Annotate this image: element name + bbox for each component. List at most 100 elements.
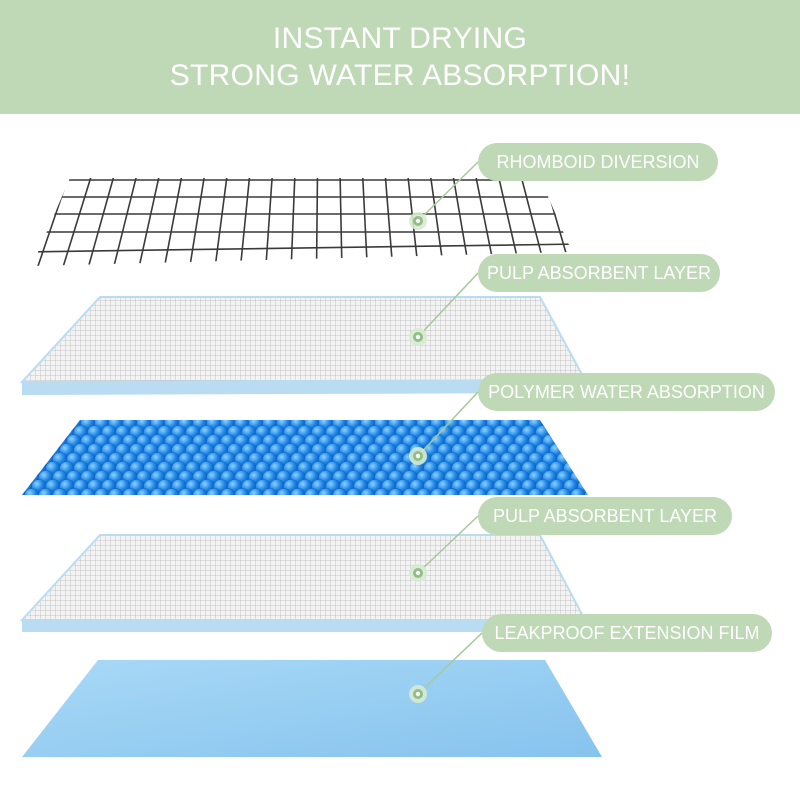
polymer-bead	[38, 420, 54, 432]
polymer-bead	[248, 488, 264, 495]
mesh-wire	[429, 178, 445, 266]
polymer-bead	[150, 488, 166, 495]
rhomboid-mesh-layer	[32, 178, 572, 266]
polymer-bead	[430, 488, 446, 495]
polymer-bead	[38, 434, 54, 450]
callout-connector	[417, 632, 483, 695]
callout-connector	[417, 161, 479, 222]
polymer-bead	[22, 420, 26, 432]
polymer-bead	[542, 488, 558, 495]
polymer-bead	[563, 425, 579, 441]
leakproof-film-sheet	[22, 660, 602, 757]
polymer-bead	[24, 488, 40, 495]
callout-connector	[417, 515, 479, 574]
polymer-bead	[304, 488, 320, 495]
label-pulp-absorbent-layer-top: PULP ABSORBENT LAYER	[478, 254, 720, 292]
polymer-bead	[346, 488, 362, 495]
polymer-bead	[514, 488, 530, 495]
pulp-absorbent-sheet-top	[19, 296, 587, 395]
polymer-bead	[556, 420, 572, 432]
callout-connector	[417, 391, 479, 457]
polymer-bead	[458, 488, 474, 495]
headline-water-absorption: STRONG WATER ABSORPTION!	[169, 59, 631, 92]
polymer-bead	[220, 488, 236, 495]
callout-dot-center	[415, 691, 421, 697]
polymer-bead	[374, 488, 390, 495]
polymer-bead	[22, 425, 33, 441]
mesh-wire	[213, 178, 229, 266]
polymer-bead	[570, 452, 586, 468]
mesh-wire	[32, 243, 572, 253]
polymer-bead	[570, 488, 586, 495]
polymer-bead	[24, 452, 40, 468]
mesh-wire	[86, 178, 116, 266]
polymer-bead	[24, 434, 40, 450]
polymer-bead	[52, 420, 68, 432]
polymer-bead	[262, 488, 278, 495]
label-pulp-absorbent-layer-bottom: PULP ABSORBENT LAYER	[478, 497, 732, 535]
polymer-bead	[192, 488, 208, 495]
polymer-bead	[360, 488, 376, 495]
mesh-wire	[451, 178, 471, 266]
polymer-bead	[577, 425, 588, 441]
polymer-bead	[22, 470, 26, 486]
mesh-wire	[339, 178, 343, 266]
polymer-bead	[178, 488, 194, 495]
polymer-bead	[276, 488, 292, 495]
polymer-bead	[136, 488, 152, 495]
polymer-bead	[108, 488, 124, 495]
polymer-bead	[444, 488, 460, 495]
polymer-bead	[206, 488, 222, 495]
mesh-wire	[239, 178, 251, 266]
mesh-wire	[361, 178, 369, 266]
mesh-wire	[384, 178, 394, 266]
polymer-bead	[290, 488, 306, 495]
polymer-bead	[24, 420, 40, 432]
mesh-wire	[137, 178, 161, 266]
polymer-bead	[122, 488, 138, 495]
polymer-bead	[563, 443, 579, 459]
polymer-bead	[31, 425, 47, 441]
polymer-bead	[556, 434, 572, 450]
polymer-bead	[577, 461, 588, 477]
label-leakproof-extension-film: LEAKPROOF EXTENSION FILM	[482, 614, 772, 652]
polymer-bead	[66, 488, 82, 495]
polymer-bead	[500, 488, 516, 495]
polymer-bead	[164, 488, 180, 495]
polymer-bead	[577, 443, 588, 459]
polymer-bead-layer	[22, 420, 588, 495]
polymer-bead	[94, 488, 110, 495]
callout-dot-center	[415, 218, 421, 224]
mesh-wire	[111, 178, 139, 266]
polymer-bead	[486, 488, 502, 495]
polymer-bead	[472, 488, 488, 495]
polymer-bead	[402, 488, 418, 495]
polymer-bead	[22, 461, 33, 477]
mesh-wire	[60, 178, 94, 266]
polymer-bead	[528, 488, 544, 495]
polymer-bead	[570, 420, 586, 432]
mesh-wire	[162, 178, 184, 266]
callout-dot-center	[415, 570, 421, 576]
polymer-bead	[22, 434, 26, 450]
polymer-bead	[584, 470, 588, 486]
callout-dot-center	[415, 453, 421, 459]
polymer-bead	[22, 488, 26, 495]
polymer-bead	[570, 434, 586, 450]
polymer-bead	[22, 443, 33, 459]
label-rhomboid-diversion: RHOMBOID DIVERSION	[478, 143, 718, 181]
polymer-bead	[22, 452, 26, 468]
callout-dot-center	[415, 334, 421, 340]
polymer-bead	[416, 488, 432, 495]
polymer-bead	[45, 425, 61, 441]
headline-instant-drying: INSTANT DRYING	[272, 22, 528, 55]
polymer-bead	[584, 420, 588, 432]
polymer-bead	[584, 452, 588, 468]
header-banner: INSTANT DRYING STRONG WATER ABSORPTION!	[0, 0, 800, 114]
polymer-bead	[318, 488, 334, 495]
polymer-bead	[332, 488, 348, 495]
mesh-wire	[188, 178, 206, 266]
polymer-bead	[388, 488, 404, 495]
mesh-wire	[315, 178, 319, 266]
